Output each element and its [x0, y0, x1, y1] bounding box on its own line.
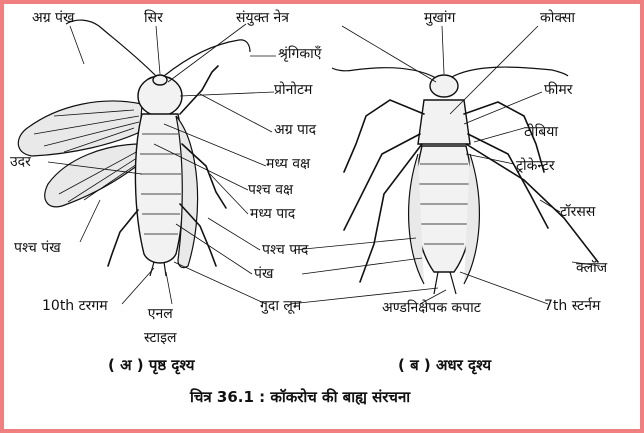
label-tarsus: टॉरसस	[560, 204, 595, 220]
dorsal-head	[153, 75, 167, 85]
ventral-fore-leg-left	[344, 100, 424, 172]
label-mesothorax: मध्य वक्ष	[266, 156, 310, 172]
label-middle-leg: मध्य पाद	[250, 206, 295, 222]
label-ovipositor-plate: अण्डनिक्षेपक कपाट	[382, 300, 481, 316]
ventral-thorax	[418, 100, 470, 144]
label-compound-eye: संयुक्त नेत्र	[236, 10, 289, 26]
label-tergum: 10th टरगम	[42, 298, 108, 314]
dorsal-abdomen	[135, 114, 183, 263]
dorsal-antenna-right	[164, 40, 250, 76]
label-mouthparts: मुखांग	[424, 10, 455, 26]
label-tibia: टीबिया	[524, 124, 558, 140]
dorsal-cerci	[150, 262, 166, 276]
label-abdomen: उदर	[10, 154, 31, 170]
label-coxa: कोक्सा	[540, 10, 575, 26]
label-hind-leg: पश्च पाद	[262, 242, 308, 258]
ventral-head	[430, 75, 458, 97]
label-fore-leg: अग्र पाद	[274, 122, 316, 138]
label-wing: पंख	[254, 266, 273, 282]
caption-ventral-view: ( ब ) अधर दृश्य	[398, 356, 491, 374]
ventral-abdomen	[415, 146, 473, 272]
label-anal-style: एनल स्टाइल	[144, 302, 177, 350]
label-claws: क्लॉज	[576, 260, 607, 276]
label-trochanter: ट्रोकेन्टर	[516, 158, 555, 174]
caption-dorsal-view: ( अ ) पृष्ठ दृश्य	[108, 356, 194, 374]
label-pronotum: प्रोनोटम	[274, 82, 312, 98]
label-fore-wing: अग्र पंख	[32, 10, 74, 26]
ventral-view	[332, 67, 598, 294]
dorsal-fore-leg-right	[180, 66, 218, 114]
cockroach-drawing	[4, 4, 640, 429]
ventral-antenna-right	[450, 67, 568, 78]
label-sternum: 7th स्टर्नम	[544, 298, 600, 314]
label-femur: फीमर	[544, 82, 573, 98]
label-anal-cerci: गुदा लूम	[260, 298, 301, 314]
label-hind-wing: पश्च पंख	[14, 240, 61, 256]
label-head: सिर	[144, 10, 163, 26]
dorsal-antenna-left	[66, 20, 156, 76]
label-antennae: श्रृंगिकाएँ	[278, 46, 322, 62]
dorsal-hind-leg-left	[108, 210, 138, 266]
dorsal-view	[18, 20, 250, 276]
figure-title: चित्र 36.1 : कॉकरोच की बाह्य संरचना	[190, 388, 410, 406]
label-metathorax: पश्च वक्ष	[248, 182, 293, 198]
